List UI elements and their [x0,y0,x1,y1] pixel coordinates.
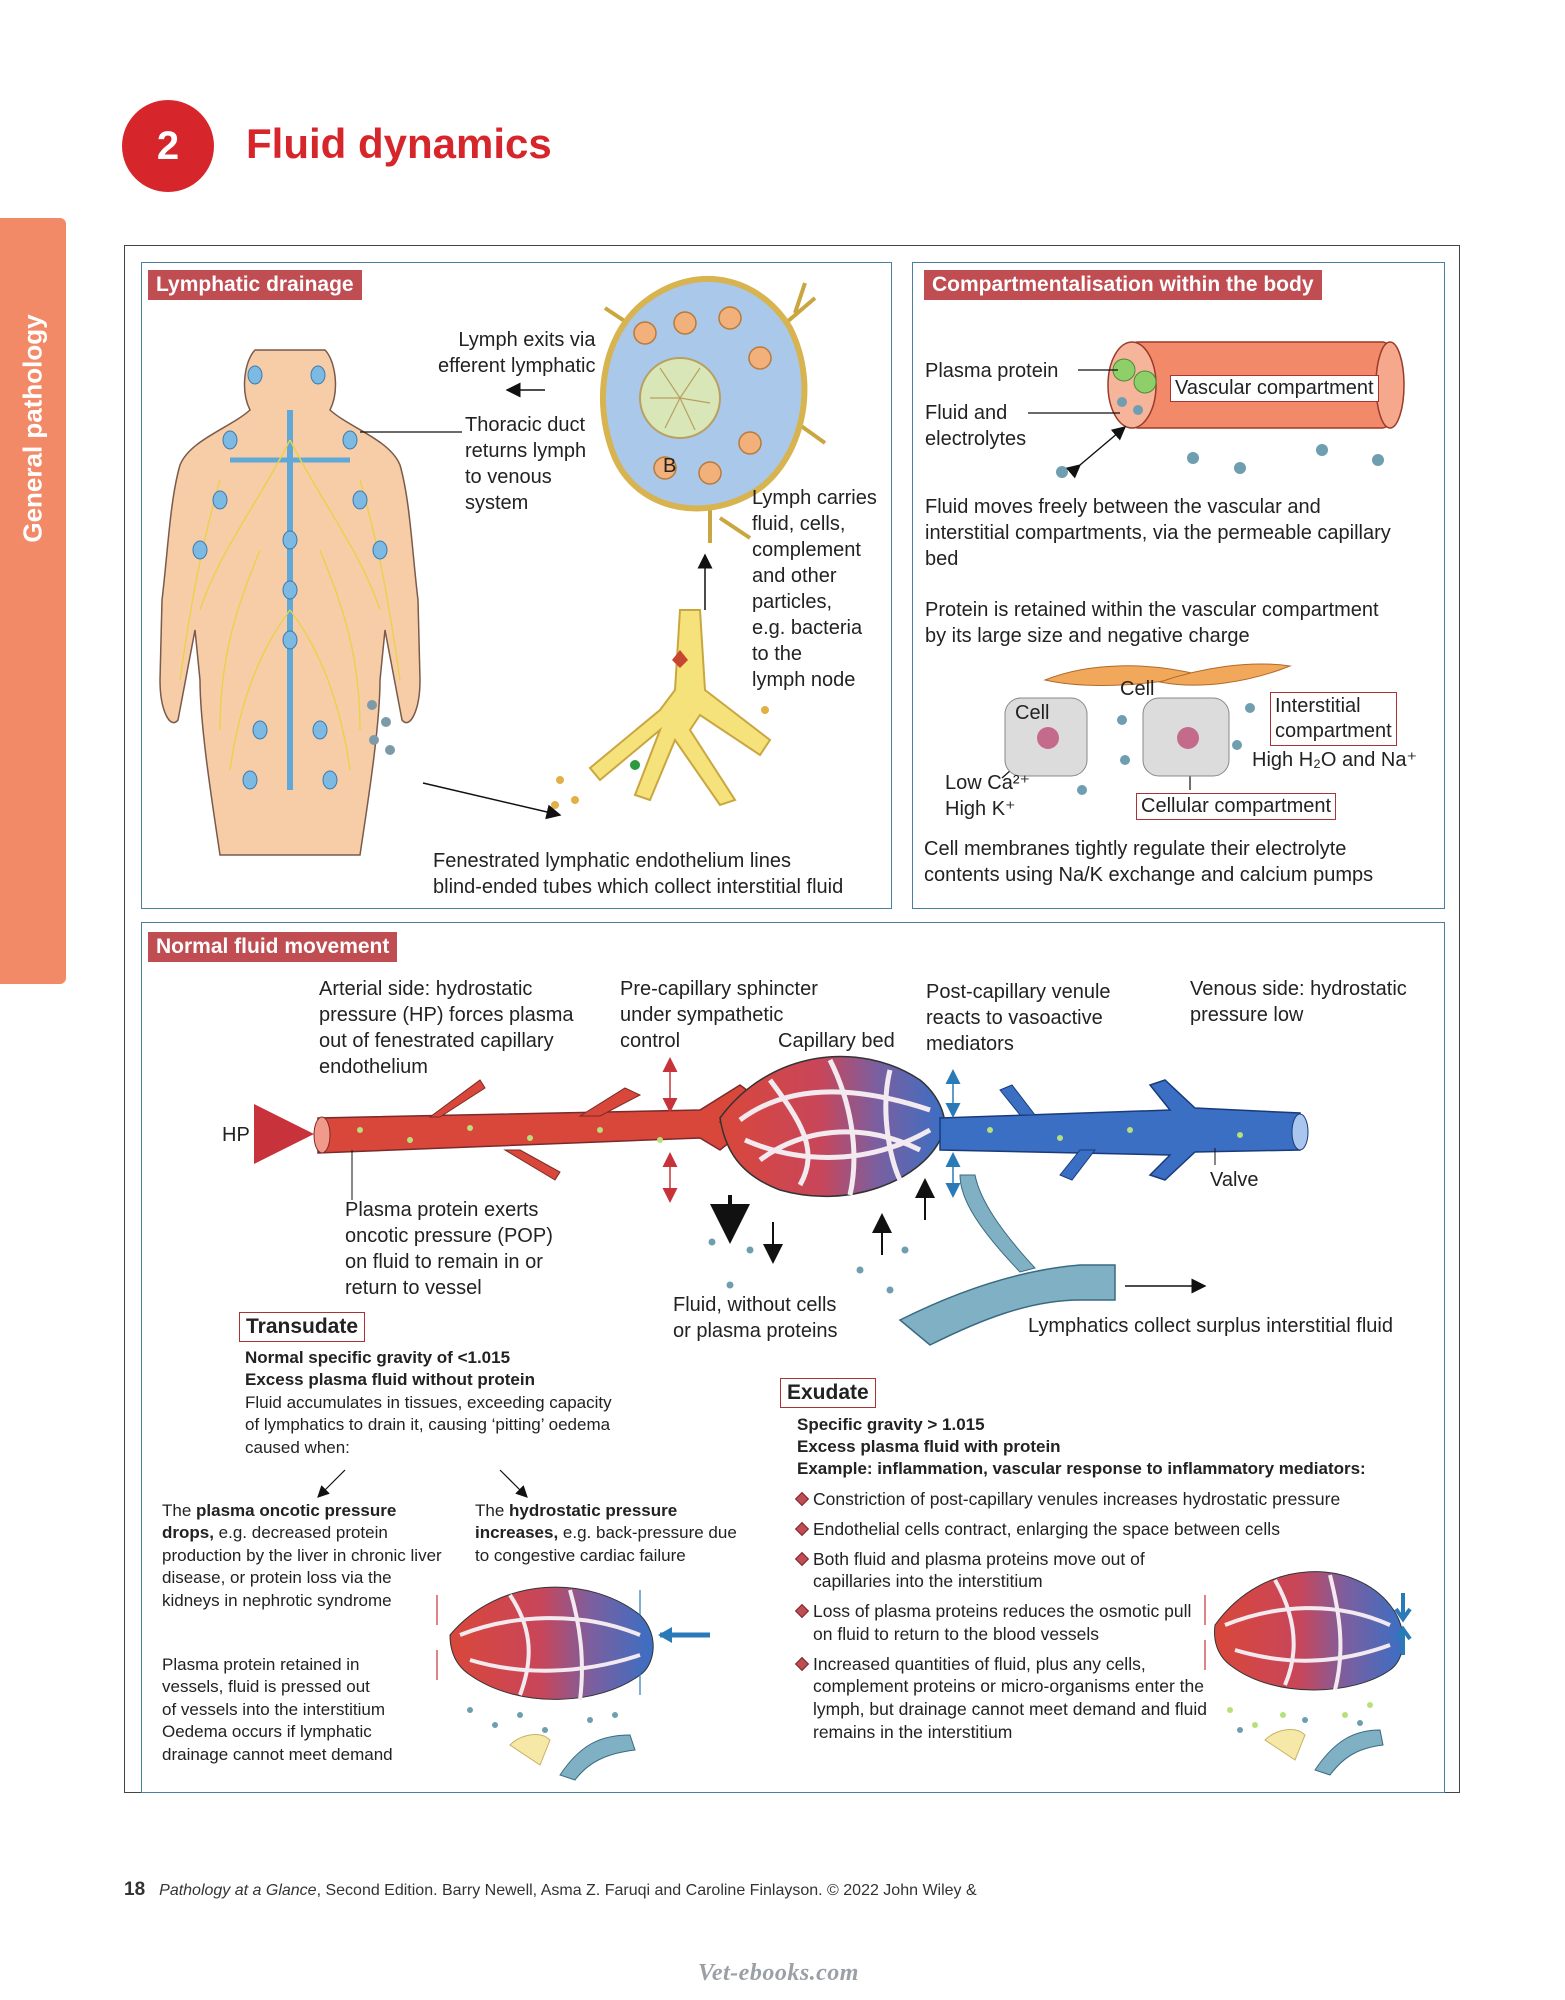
transudate-body: Fluid accumulates in tissues, exceeding … [245,1392,612,1459]
exudate-bullet: Increased quantities of fluid, plus any … [795,1653,1215,1744]
exudate-bullet-list: Constriction of post-capillary venules i… [795,1488,1215,1751]
exudate-bullet: Both fluid and plasma proteins move out … [795,1548,1215,1594]
exudate-example: Example: inflammation, vascular response… [797,1458,1366,1480]
exudate-excess: Excess plasma fluid with protein [797,1436,1061,1458]
transudate-specific-gravity: Normal specific gravity of <1.015 [245,1347,510,1369]
exudate-capillary-illustration [1205,1555,1420,1780]
exudate-bullet: Loss of plasma proteins reduces the osmo… [795,1600,1215,1646]
exudate-label: Exudate [780,1378,876,1408]
page-number: 18 [124,1879,145,1900]
transudate-capillary-illustration [440,1575,710,1785]
hydrostatic-increase-text: The hydrostatic pressure increases, e.g.… [475,1500,745,1567]
oncotic-drop-text: The plasma oncotic pressure drops, e.g. … [162,1500,452,1612]
book-title: Pathology at a Glance [159,1882,316,1899]
valve-label: Valve [1210,1167,1259,1193]
exudate-specific-gravity: Specific gravity > 1.015 [797,1414,985,1436]
hp-label: HP [222,1122,250,1148]
watermark: Vet-ebooks.com [698,1960,859,1987]
lymphatics-collect-text: Lymphatics collect surplus interstitial … [1028,1313,1393,1339]
transudate-excess: Excess plasma fluid without protein [245,1369,535,1391]
exudate-bullet: Constriction of post-capillary venules i… [795,1488,1415,1511]
exudate-bullet: Endothelial cells contract, enlarging th… [795,1518,1415,1541]
page-footer: 18 Pathology at a Glance, Second Edition.… [124,1879,977,1901]
transudate-label: Transudate [239,1312,365,1342]
citation: , Second Edition. Barry Newell, Asma Z. … [317,1882,977,1899]
